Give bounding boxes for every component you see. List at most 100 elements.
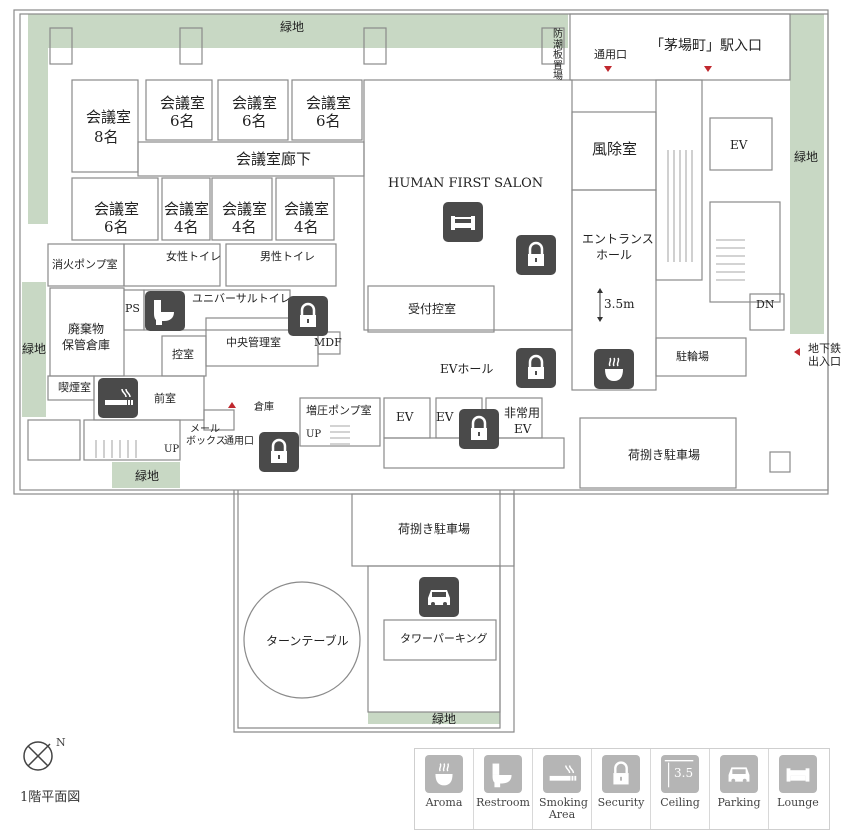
legend-item-parking: Parking xyxy=(710,749,769,829)
green-mid-label: 緑地 xyxy=(135,469,160,483)
room-conference-6d-cap: 6名 xyxy=(104,218,129,236)
green-top-label: 緑地 xyxy=(280,20,305,34)
legend-label: Ceiling xyxy=(660,796,700,809)
room-central-control: 中央管理室 xyxy=(226,336,281,349)
plan-title: 1階平面図 xyxy=(20,790,81,805)
room-conference-6b-title: 会議室 xyxy=(232,94,278,112)
security-icon xyxy=(516,348,556,388)
green-areas xyxy=(22,14,824,724)
legend-label: Aroma xyxy=(425,796,463,809)
legend-item-aroma: Aroma xyxy=(415,749,474,829)
ceiling-icon: 3.5 xyxy=(661,755,699,793)
room-waste-storage-2: 保管倉庫 xyxy=(62,338,111,352)
room-booster-pump: 増圧ポンプ室 xyxy=(306,404,372,417)
room-ev-top: EV xyxy=(730,138,748,152)
security-icon xyxy=(602,755,640,793)
room-emergency-ev-1: 非常用 xyxy=(504,406,541,420)
parking-icon xyxy=(419,577,459,617)
room-conference-4c-cap: 4名 xyxy=(294,218,319,236)
walls xyxy=(13,9,829,733)
room-ev-1: EV xyxy=(396,410,414,424)
security-icon xyxy=(459,409,499,449)
room-conference-4a-cap: 4名 xyxy=(174,218,199,236)
room-conference-6a-title: 会議室 xyxy=(160,94,206,112)
room-conference-4a-title: 会議室 xyxy=(164,200,210,218)
legend-label: Parking xyxy=(717,796,761,809)
room-conference-6c-title: 会議室 xyxy=(306,94,352,112)
security-icon xyxy=(516,235,556,275)
room-emergency-ev-2: EV xyxy=(514,422,532,436)
room-male-toilet: 男性トイレ xyxy=(260,250,315,263)
stairs-down-label: DN xyxy=(756,298,775,311)
subway-entrance-1: 地下鉄 xyxy=(808,342,841,355)
room-entrance-hall-2: ホール xyxy=(596,248,633,262)
room-ev-2: EV xyxy=(436,410,454,424)
room-turntable: ターンテーブル xyxy=(266,634,349,648)
room-female-toilet: 女性トイレ xyxy=(166,250,221,263)
room-bicycle-parking: 駐輪場 xyxy=(676,350,709,363)
room-loading-parking-bottom: 荷捌き駐車場 xyxy=(398,522,471,536)
legend-item-ceiling: 3.5 Ceiling xyxy=(651,749,710,829)
room-conference-8-title: 会議室 xyxy=(86,108,132,126)
parking-icon xyxy=(720,755,758,793)
green-bottom-label: 緑地 xyxy=(432,712,457,726)
room-ps: PS xyxy=(125,302,140,315)
legend: Aroma Restroom Smoking Area Security 3.5… xyxy=(414,748,830,830)
legend-item-smoking: Smoking Area xyxy=(533,749,592,829)
service-entrance-top: 通用口 xyxy=(594,48,627,61)
room-conference-6c-cap: 6名 xyxy=(316,112,341,130)
legend-label: Restroom xyxy=(476,796,530,809)
ceiling-height-value: 3.5m xyxy=(604,297,635,311)
green-right-label: 緑地 xyxy=(794,150,819,164)
room-storage: 倉庫 xyxy=(254,402,274,413)
room-fire-pump: 消火ポンプ室 xyxy=(52,258,118,271)
room-smoking: 喫煙室 xyxy=(58,381,91,394)
stairs-up-label-1: UP xyxy=(164,444,180,455)
station-entrance-label: 「茅場町」駅入口 xyxy=(650,38,762,54)
entrance-arrows xyxy=(228,66,800,408)
aroma-icon xyxy=(594,349,634,389)
room-entrance-hall-1: エントランス xyxy=(582,232,654,246)
legend-label: Lounge xyxy=(777,796,819,809)
room-waste-storage-1: 廃棄物 xyxy=(68,322,105,336)
room-conference-6a-cap: 6名 xyxy=(170,112,195,130)
green-left-label: 緑地 xyxy=(22,342,47,356)
legend-label: Security xyxy=(597,796,645,809)
room-conference-6d-title: 会議室 xyxy=(94,200,140,218)
room-anteroom: 前室 xyxy=(154,392,176,405)
room-conference-4c-title: 会議室 xyxy=(284,200,330,218)
security-icon xyxy=(259,432,299,472)
room-human-first-salon: HUMAN FIRST SALON xyxy=(388,176,544,191)
stairs xyxy=(95,150,745,458)
room-universal-toilet: ユニバーサルトイレ xyxy=(192,292,291,305)
room-flood-board-storage: 防潮板置場 xyxy=(553,29,563,82)
legend-item-restroom: Restroom xyxy=(474,749,533,829)
legend-item-lounge: Lounge xyxy=(769,749,827,829)
restroom-icon xyxy=(145,291,185,331)
room-conference-corridor: 会議室廊下 xyxy=(236,150,312,168)
legend-label: Smoking Area xyxy=(539,796,588,822)
security-icon xyxy=(288,296,328,336)
subway-entrance-2: 出入口 xyxy=(808,355,841,368)
compass-north-label: N xyxy=(56,736,66,749)
smoking-icon xyxy=(98,378,138,418)
room-windbreak: 風除室 xyxy=(592,140,638,158)
ceiling-height-marker: 3.5m xyxy=(594,285,634,325)
room-mdf: MDF xyxy=(314,336,342,349)
smoking-icon xyxy=(543,755,581,793)
mailbox-1: メール xyxy=(190,424,220,435)
room-tower-parking: タワーパーキング xyxy=(400,632,488,645)
legend-item-security: Security xyxy=(592,749,651,829)
room-conference-8-cap: 8名 xyxy=(94,128,119,146)
room-conference-6b-cap: 6名 xyxy=(242,112,267,130)
room-reception-waiting: 受付控室 xyxy=(408,302,457,316)
service-entrance-mid: 通用口 xyxy=(224,436,254,447)
aroma-icon xyxy=(425,755,463,793)
room-loading-parking-right: 荷捌き駐車場 xyxy=(628,448,701,462)
room-conference-4b-title: 会議室 xyxy=(222,200,268,218)
stairs-up-label-2: UP xyxy=(306,429,322,440)
ceiling-icon-value: 3.5 xyxy=(674,766,694,780)
room-conference-4b-cap: 4名 xyxy=(232,218,257,236)
lounge-icon xyxy=(779,755,817,793)
